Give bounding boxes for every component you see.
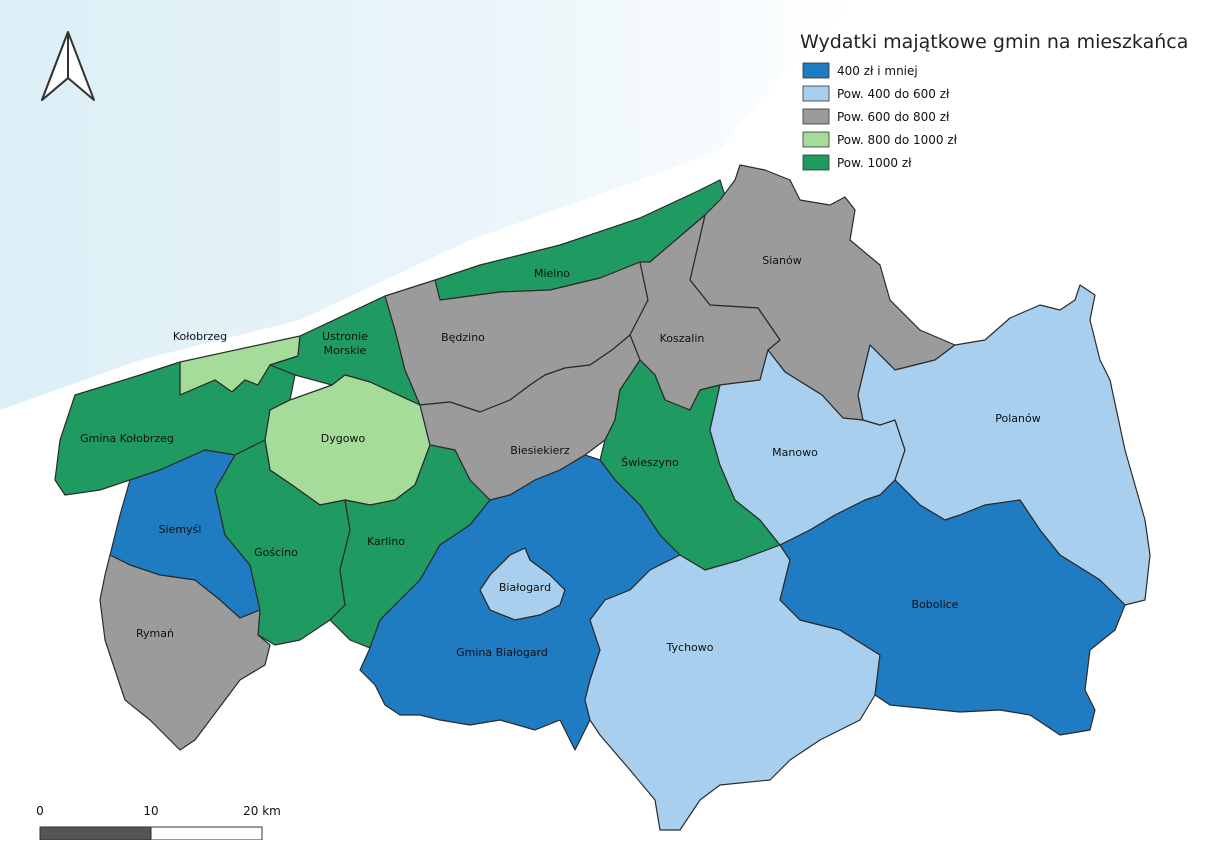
legend-swatch [802, 108, 830, 125]
sea-background [0, 0, 860, 410]
region-label: Białogard [499, 581, 551, 594]
region-label: Będzino [441, 331, 485, 344]
region-label: Karlino [367, 535, 405, 548]
region-label: Rymań [136, 627, 174, 640]
region-label: Bobolice [912, 598, 959, 611]
region-label: Gmina Białogard [456, 646, 548, 659]
scale-bar: 0 10 20 km [36, 804, 281, 841]
region-bobolice[interactable] [779, 479, 1126, 736]
region-label: Tychowo [666, 641, 714, 654]
legend-swatch [802, 62, 830, 79]
north-arrow-icon [41, 31, 95, 101]
region-label: Świeszyno [621, 456, 679, 469]
legend-swatch [802, 154, 830, 171]
region-ryman[interactable] [99, 554, 271, 751]
scale-label-10: 10 [143, 804, 158, 818]
legend-swatch [802, 131, 830, 148]
legend: Wydatki majątkowe gmin na mieszkańca 400… [800, 31, 1188, 171]
region-label: Gmina Kołobrzeg [80, 432, 174, 445]
legend-label: Pow. 800 do 1000 zł [837, 133, 958, 147]
region-label: Gościno [254, 546, 298, 559]
scale-segment-light [150, 826, 263, 841]
legend-label: 400 zł i mniej [837, 64, 918, 78]
region-label: Manowo [772, 446, 818, 459]
regions-layer [54, 164, 1151, 831]
legend-swatch [802, 85, 830, 102]
region-polanow[interactable] [857, 284, 1151, 606]
region-gmina-bialogard[interactable] [359, 454, 681, 751]
scale-label-0: 0 [36, 804, 44, 818]
scale-label-20: 20 km [243, 804, 281, 818]
region-label: Siemyśl [159, 523, 202, 536]
legend-label: Pow. 1000 zł [837, 156, 912, 170]
region-label: Sianów [762, 254, 801, 267]
region-label: Koszalin [660, 332, 705, 345]
region-label: Biesiekierz [510, 444, 570, 457]
scale-segment-dark [39, 826, 152, 841]
region-label: Kołobrzeg [173, 330, 227, 343]
legend-label: Pow. 600 do 800 zł [837, 110, 950, 124]
legend-title: Wydatki majątkowe gmin na mieszkańca [800, 31, 1188, 53]
legend-label: Pow. 400 do 600 zł [837, 87, 950, 101]
region-label: Dygowo [321, 432, 366, 445]
region-label: Mielno [534, 267, 570, 280]
region-label: Polanów [995, 412, 1040, 425]
